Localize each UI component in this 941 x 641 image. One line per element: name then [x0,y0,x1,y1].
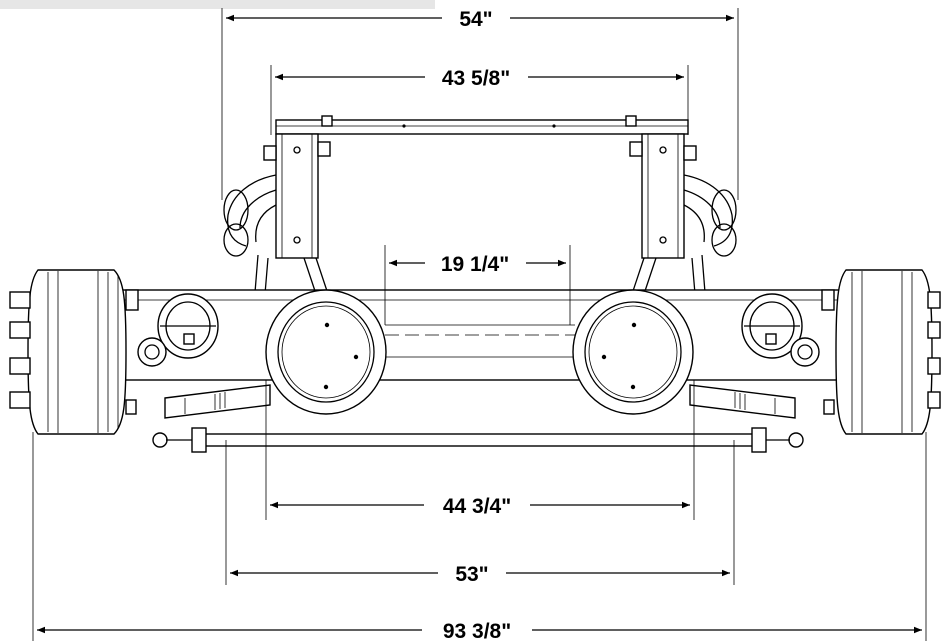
air-spring-right [572,289,694,415]
hanger-bracket-right [629,133,697,259]
dim-43-label: 43 5/8" [442,67,510,90]
top-band [0,0,435,9]
crossmember [275,115,689,135]
brake-drum-right [835,269,941,435]
dim-19-label: 19 1/4" [441,253,509,276]
air-spring-left [265,289,387,415]
shock-absorber-left [164,384,271,419]
brake-drum-left [9,269,127,435]
dim-44-label: 44 3/4" [443,495,511,518]
axle-beam [119,289,841,381]
dim-53-label: 53" [455,563,488,586]
dim-54-label: 54" [459,8,492,31]
hanger-bracket-left [263,133,331,259]
suspension-assembly [9,115,941,453]
brake-chamber-right [741,293,803,359]
dimension-labels: 54" 43 5/8" 19 1/4" 44 3/4" 53" 93 3/8" [441,8,511,641]
dim-93-label: 93 3/8" [443,620,511,641]
shock-absorber-right [689,384,796,419]
brake-chamber-left [157,293,219,359]
dimension-lines [32,8,927,641]
tie-rod [152,427,804,453]
